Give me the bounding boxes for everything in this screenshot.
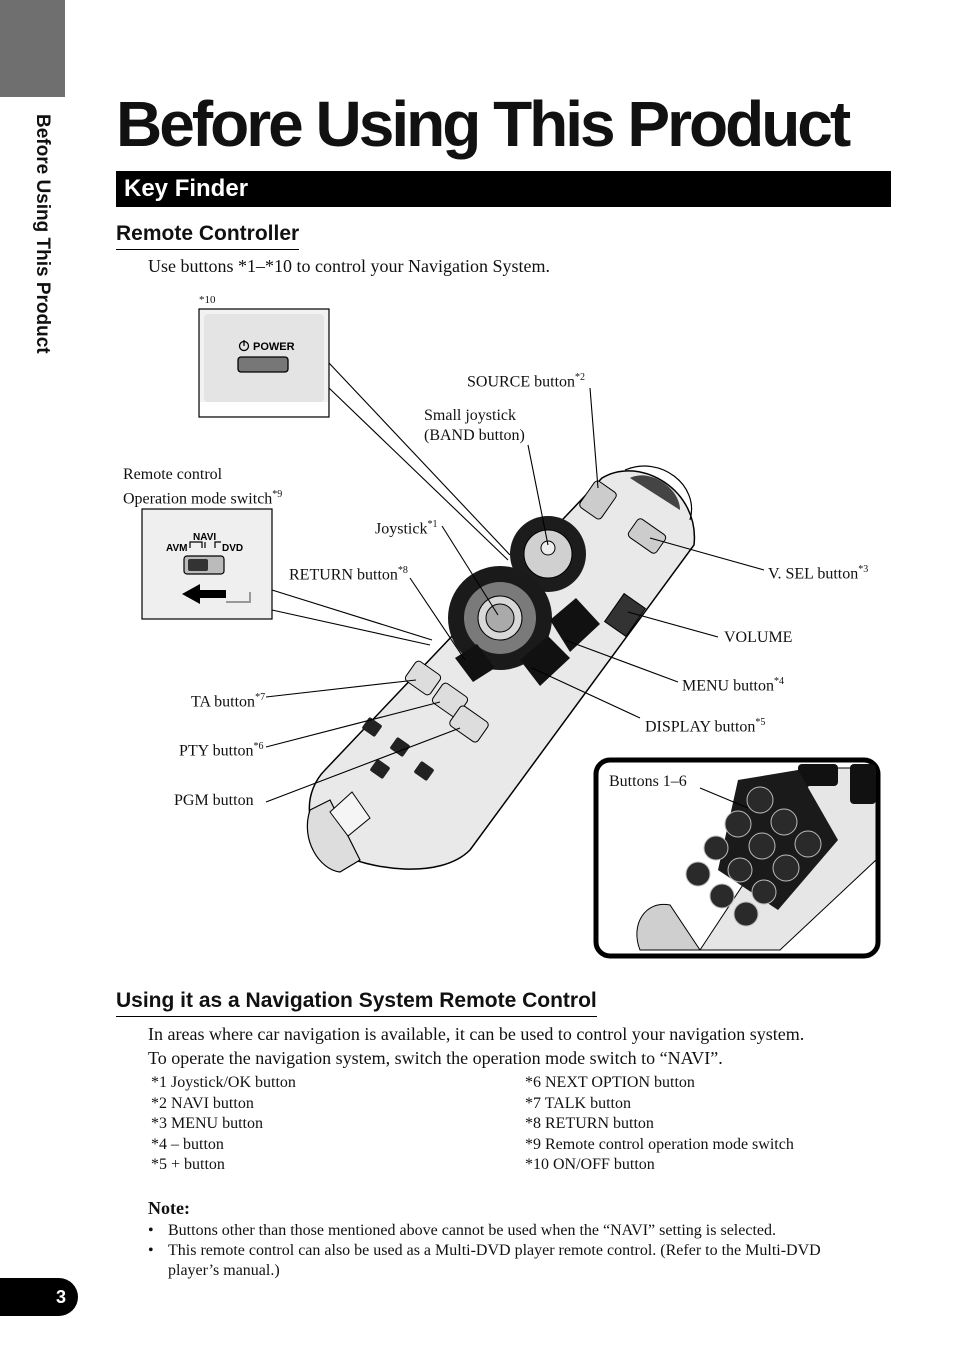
switch-label-dvd: DVD bbox=[222, 543, 243, 554]
legend-item: *1 Joystick/OK button bbox=[151, 1074, 296, 1091]
ta-callout-ref: *7 bbox=[255, 692, 266, 703]
volume-callout: VOLUME bbox=[724, 629, 793, 646]
leader-lines bbox=[265, 362, 765, 803]
ta-callout-text: TA button bbox=[191, 693, 256, 711]
pty-callout-ref: *6 bbox=[253, 741, 264, 752]
page-number: 3 bbox=[0, 1278, 78, 1316]
source-callout-ref: *2 bbox=[575, 372, 586, 383]
return-button[interactable] bbox=[455, 644, 495, 682]
note-title: Note: bbox=[148, 1198, 190, 1218]
return-callout-text: RETURN button bbox=[289, 566, 398, 584]
legend-right: *6 NEXT OPTION button *7 TALK button *8 … bbox=[525, 1073, 794, 1176]
menu-callout: MENU button*4 bbox=[682, 672, 784, 696]
nav-heading: Using it as a Navigation System Remote C… bbox=[116, 989, 597, 1017]
note-item-text: This remote control can also be used as … bbox=[168, 1242, 821, 1279]
volume-rocker[interactable] bbox=[603, 592, 647, 638]
legend-item: *5 + button bbox=[151, 1156, 225, 1173]
vsel-callout-text: V. SEL button bbox=[768, 565, 859, 583]
display-callout-text: DISPLAY button bbox=[645, 718, 756, 736]
vsel-button[interactable] bbox=[627, 517, 667, 555]
source-callout-text: SOURCE button bbox=[467, 373, 576, 391]
menu-callout-text: MENU button bbox=[682, 677, 774, 695]
pgm-callout: PGM button bbox=[174, 792, 254, 809]
remote-intro: Use buttons *1–*10 to control your Navig… bbox=[148, 256, 550, 276]
pgm-button[interactable] bbox=[448, 704, 490, 743]
mode-switch-slider[interactable] bbox=[188, 559, 208, 571]
button-1[interactable] bbox=[746, 786, 774, 814]
section-title: Key Finder bbox=[124, 175, 249, 202]
return-callout: RETURN button*8 bbox=[289, 561, 408, 585]
remote-mode-callout-text: Operation mode switch bbox=[123, 490, 273, 508]
legend-item: *8 RETURN button bbox=[525, 1115, 654, 1132]
ta-button[interactable] bbox=[404, 660, 442, 697]
remote-body bbox=[306, 465, 696, 873]
source-callout: SOURCE button*2 bbox=[467, 368, 585, 392]
small-joystick[interactable] bbox=[540, 540, 556, 556]
legend-item: *9 Remote control operation mode switch bbox=[525, 1135, 794, 1153]
legend-item: *2 NAVI button bbox=[151, 1094, 254, 1112]
remote-mode-callout-2: Operation mode switch*9 bbox=[123, 485, 282, 509]
power-ref: *10 bbox=[199, 294, 216, 306]
nav-paragraph-2: To operate the navigation system, switch… bbox=[148, 1048, 723, 1068]
source-button[interactable] bbox=[578, 479, 618, 520]
bullet-icon: • bbox=[148, 1222, 154, 1239]
arrow-left-icon bbox=[182, 584, 226, 604]
joystick-callout: Joystick*1 bbox=[375, 515, 437, 539]
vsel-callout: V. SEL button*3 bbox=[768, 560, 868, 584]
note-item-text: Buttons other than those mentioned above… bbox=[168, 1222, 776, 1239]
button-2[interactable] bbox=[770, 808, 798, 836]
legend-item: *3 MENU button bbox=[151, 1115, 263, 1132]
display-button[interactable] bbox=[520, 636, 570, 686]
legend-item: *7 TALK button bbox=[525, 1094, 631, 1112]
legend-item: *6 NEXT OPTION button bbox=[525, 1074, 695, 1091]
power-button[interactable] bbox=[237, 356, 289, 373]
side-tab-block bbox=[0, 0, 65, 97]
switch-label-navi: NAVI bbox=[193, 532, 216, 543]
power-inset: POWER bbox=[198, 308, 330, 418]
power-label: POWER bbox=[253, 341, 295, 353]
switch-label-avm: AVM bbox=[166, 543, 187, 554]
button-4[interactable] bbox=[724, 810, 752, 838]
note-list: • Buttons other than those mentioned abo… bbox=[148, 1221, 848, 1281]
remote-mode-callout-ref: *9 bbox=[272, 489, 283, 500]
menu-button[interactable] bbox=[550, 598, 600, 652]
section-bar: Key Finder bbox=[116, 171, 891, 207]
small-joystick-callout-1: Small joystick bbox=[424, 407, 516, 424]
remote-mode-callout-1: Remote control bbox=[123, 466, 223, 483]
small-joystick-callout-2: (BAND button) bbox=[424, 427, 525, 444]
note-item: • Buttons other than those mentioned abo… bbox=[148, 1221, 848, 1241]
display-callout: DISPLAY button*5 bbox=[645, 713, 765, 737]
legend-left: *1 Joystick/OK button *2 NAVI button *3 … bbox=[151, 1073, 296, 1176]
vsel-callout-ref: *3 bbox=[858, 564, 869, 575]
buttons-1-6-callout: Buttons 1–6 bbox=[609, 773, 687, 790]
bullet-icon: • bbox=[148, 1242, 154, 1259]
buttons-inset bbox=[593, 757, 881, 959]
joystick-callout-text: Joystick bbox=[375, 520, 428, 538]
joystick-callout-ref: *1 bbox=[427, 519, 438, 530]
legend-item: *10 ON/OFF button bbox=[525, 1156, 655, 1173]
pty-callout: PTY button*6 bbox=[179, 737, 264, 761]
remote-controller-heading: Remote Controller bbox=[116, 222, 300, 250]
ta-callout: TA button*7 bbox=[191, 688, 265, 712]
menu-callout-ref: *4 bbox=[774, 676, 784, 687]
button-3[interactable] bbox=[794, 830, 822, 858]
display-callout-ref: *5 bbox=[755, 717, 766, 728]
legend-item: *4 – button bbox=[151, 1135, 224, 1153]
button-5[interactable] bbox=[748, 832, 776, 860]
nav-paragraph-1: In areas where car navigation is availab… bbox=[148, 1024, 805, 1044]
return-callout-ref: *8 bbox=[397, 565, 408, 576]
page-title: Before Using This Product bbox=[116, 88, 851, 160]
button-6[interactable] bbox=[772, 854, 800, 882]
pty-callout-text: PTY button bbox=[179, 742, 254, 760]
note-item: • This remote control can also be used a… bbox=[148, 1241, 848, 1281]
mode-switch-inset: NAVI AVM DVD bbox=[141, 508, 273, 620]
